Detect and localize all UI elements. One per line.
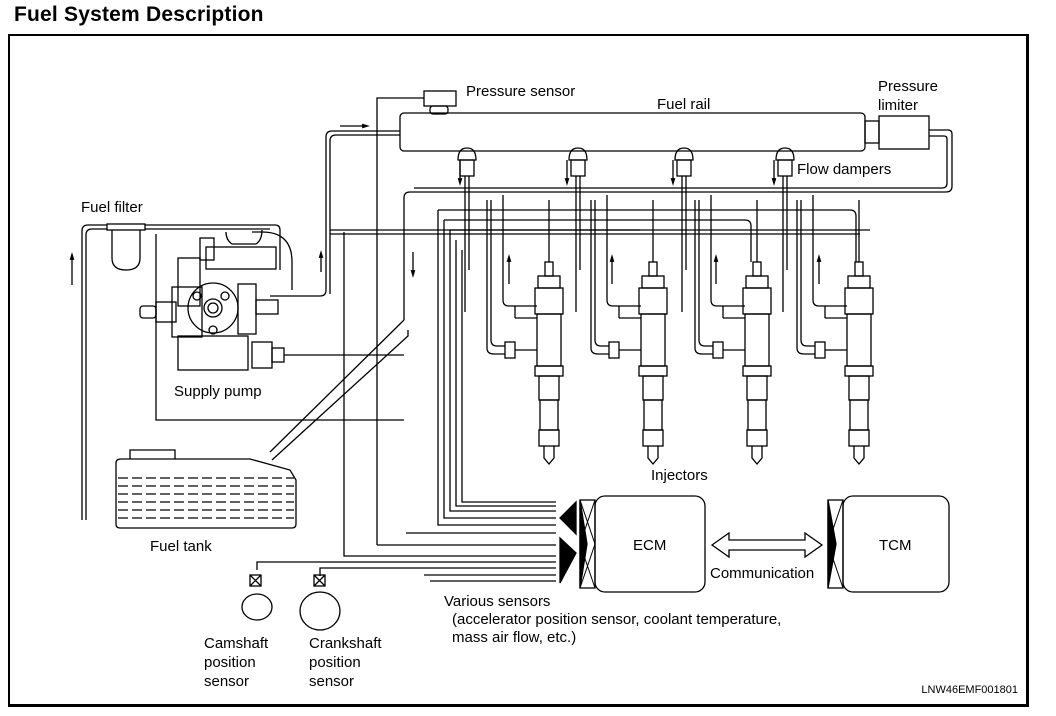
- label-fuel-filter: Fuel filter: [81, 199, 143, 216]
- label-ecm: ECM: [633, 537, 667, 554]
- label-fuel-tank: Fuel tank: [150, 538, 212, 555]
- flow-arrows: [69, 123, 822, 285]
- label-camshaft-1: Camshaft: [204, 635, 269, 652]
- injector: [590, 195, 668, 466]
- tcm-connector: [827, 499, 844, 589]
- label-supply-pump: Supply pump: [174, 383, 262, 400]
- fuel-rail: [399, 112, 866, 152]
- camshaft-position-sensor: [241, 574, 273, 621]
- communication-arrow: [710, 531, 824, 559]
- figure-code: LNW46EMF001801: [921, 684, 1018, 696]
- pressure-sensor: [376, 90, 457, 545]
- injector: [694, 195, 772, 466]
- injector: [486, 195, 564, 466]
- label-crankshaft-3: sensor: [309, 673, 355, 690]
- label-camshaft-3: sensor: [204, 673, 250, 690]
- fuel-filter: [81, 223, 281, 520]
- page-title: Fuel System Description: [14, 3, 264, 26]
- label-fuel-rail: Fuel rail: [657, 96, 711, 113]
- crankshaft-position-sensor: [299, 574, 341, 631]
- label-pressure-limiter-2: limiter: [878, 97, 918, 114]
- ecm-harness: [256, 209, 857, 582]
- label-various-sensors-2: (accelerator position sensor, coolant te…: [452, 611, 782, 628]
- diagram-frame: [8, 34, 1029, 707]
- label-crankshaft-1: Crankshaft: [309, 635, 382, 652]
- label-pressure-sensor: Pressure sensor: [466, 83, 576, 100]
- label-various-sensors-3: mass air flow, etc.): [452, 629, 577, 646]
- label-various-sensors-1: Various sensors: [444, 593, 551, 610]
- pressure-limiter: [403, 115, 953, 320]
- label-tcm: TCM: [879, 537, 912, 554]
- return-lines: [269, 229, 870, 461]
- injector: [796, 195, 874, 466]
- tcm-box: [842, 495, 950, 593]
- label-flow-dampers: Flow dampers: [797, 161, 892, 178]
- label-crankshaft-2: position: [309, 654, 361, 671]
- label-communication: Communication: [710, 565, 815, 582]
- label-injectors: Injectors: [651, 467, 708, 484]
- fuel-tank: [115, 449, 297, 529]
- ecm-box: [594, 495, 706, 593]
- label-camshaft-2: position: [204, 654, 256, 671]
- label-pressure-limiter-1: Pressure: [878, 78, 939, 95]
- ecm-connector: [559, 499, 596, 589]
- high-pressure-line: [270, 130, 400, 297]
- injectors: [486, 195, 874, 466]
- flow-dampers: [457, 147, 795, 312]
